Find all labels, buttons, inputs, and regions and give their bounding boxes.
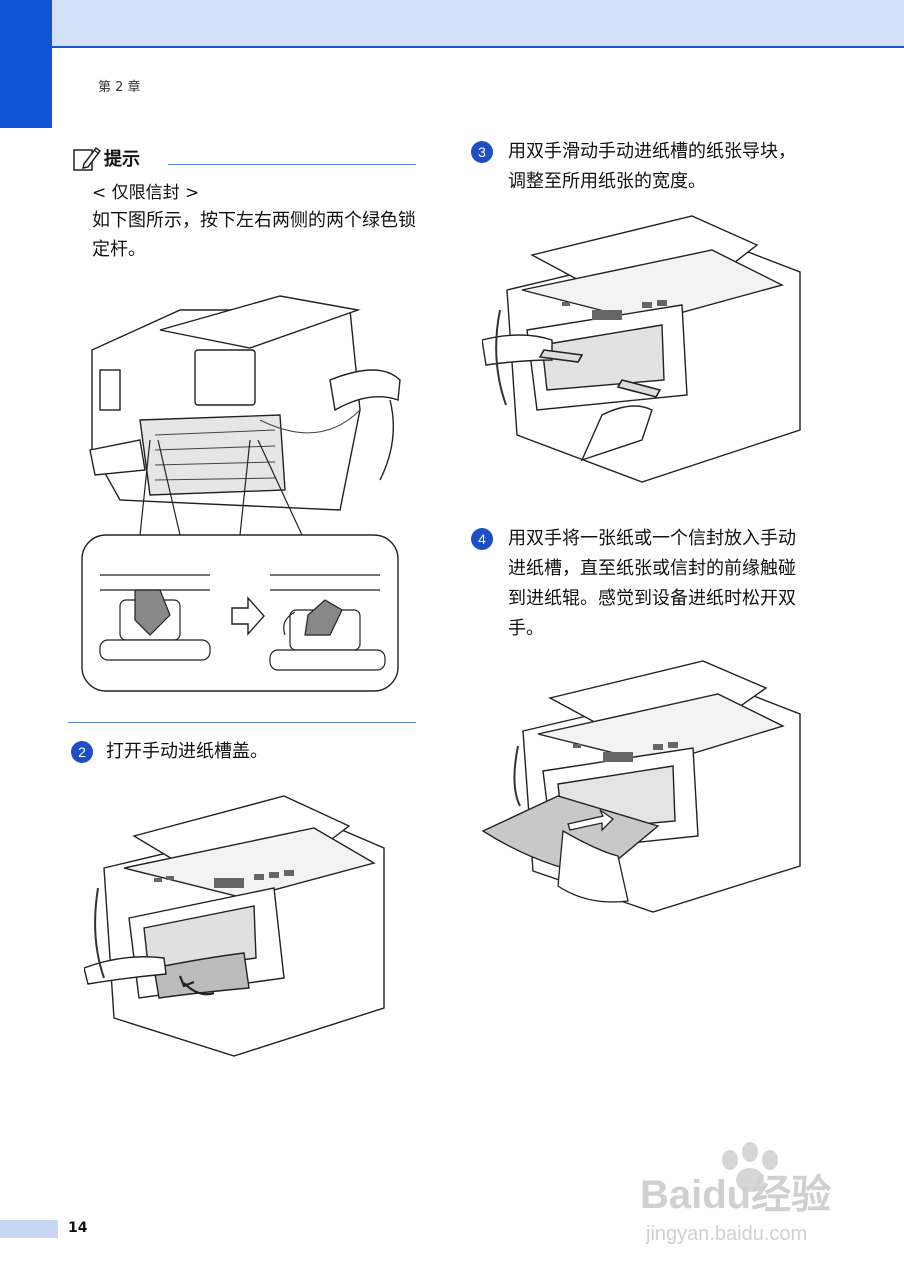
step4-insert-paper-illustration xyxy=(481,660,801,913)
note-pencil-icon xyxy=(73,146,102,171)
watermark-url: jingyan.baidu.com xyxy=(645,1223,807,1245)
step2-text: 打开手动进纸槽盖。 xyxy=(106,741,268,762)
step3-number-badge: 3 xyxy=(471,141,493,163)
baidu-jingyan-watermark-logo: Baidu经验 jingyan.baidu.com xyxy=(640,1142,831,1245)
watermark-brand: Baidu经验 xyxy=(640,1173,831,1217)
note-body: 如下图所示，按下左右两侧的两个绿色锁定杆。 xyxy=(92,210,416,260)
step2-rule xyxy=(68,722,416,723)
step4-text: 用双手将一张纸或一个信封放入手动进纸槽，直至纸张或信封的前缘触碰到进纸辊。感觉到… xyxy=(508,528,796,639)
chapter-label: 第 2 章 xyxy=(98,80,141,95)
page-number: 14 xyxy=(68,1220,88,1236)
note-title: 提示 xyxy=(104,149,140,170)
step3-text: 用双手滑动手动进纸槽的纸张导块，调整至所用纸张的宽度。 xyxy=(508,141,796,192)
note-heading: 提示 xyxy=(72,144,140,172)
header-rule xyxy=(52,46,904,48)
step2-open-cover-illustration xyxy=(84,795,385,1057)
header-band xyxy=(0,0,904,46)
rear-lever-illustration xyxy=(81,295,401,692)
note-subtitle: < 仅限信封 > xyxy=(92,183,200,203)
note-rule xyxy=(168,164,416,165)
step4-number-badge: 4 xyxy=(471,528,493,550)
page-number-bar xyxy=(0,1220,58,1238)
step2-number-badge: 2 xyxy=(71,741,93,763)
chapter-tab-marker xyxy=(0,0,52,128)
step3-paper-guides-illustration xyxy=(482,215,801,483)
